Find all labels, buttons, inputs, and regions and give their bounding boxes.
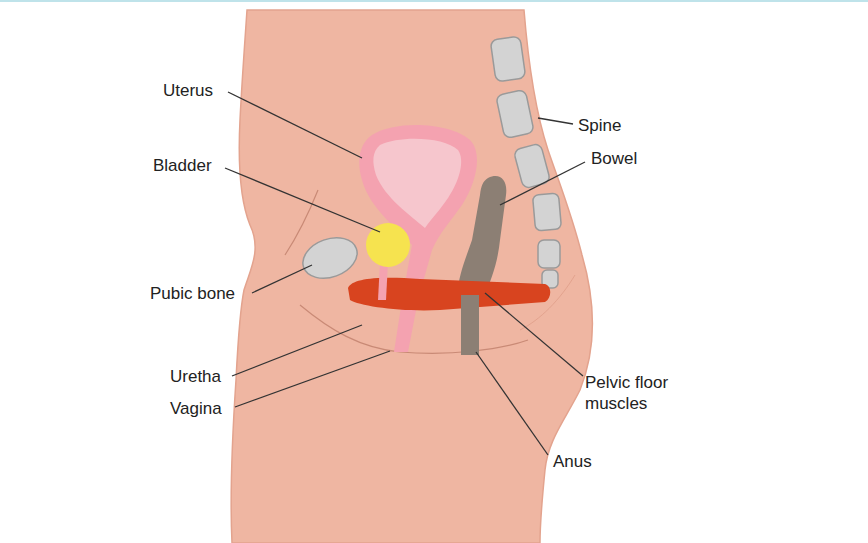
part-label: Pelvic floor muscles (585, 372, 690, 414)
body-outline (231, 10, 592, 543)
part-label: Bowel (591, 148, 637, 169)
uterus-inner (373, 139, 461, 228)
anus (461, 295, 479, 355)
top-rule (0, 0, 868, 2)
part-label: Anus (553, 451, 592, 472)
part-label: Uretha (170, 366, 221, 387)
pubic-bone (297, 231, 363, 286)
part-label: Spine (578, 115, 621, 136)
part-label: Pubic bone (150, 283, 235, 304)
leader-lines (225, 92, 585, 455)
part-label: Vagina (170, 398, 222, 419)
part-label: Uterus (163, 80, 213, 101)
spine-vertebrae (490, 36, 561, 288)
urethra (378, 262, 388, 300)
uterus-outer (359, 125, 477, 352)
part-label: Bladder (153, 155, 212, 176)
